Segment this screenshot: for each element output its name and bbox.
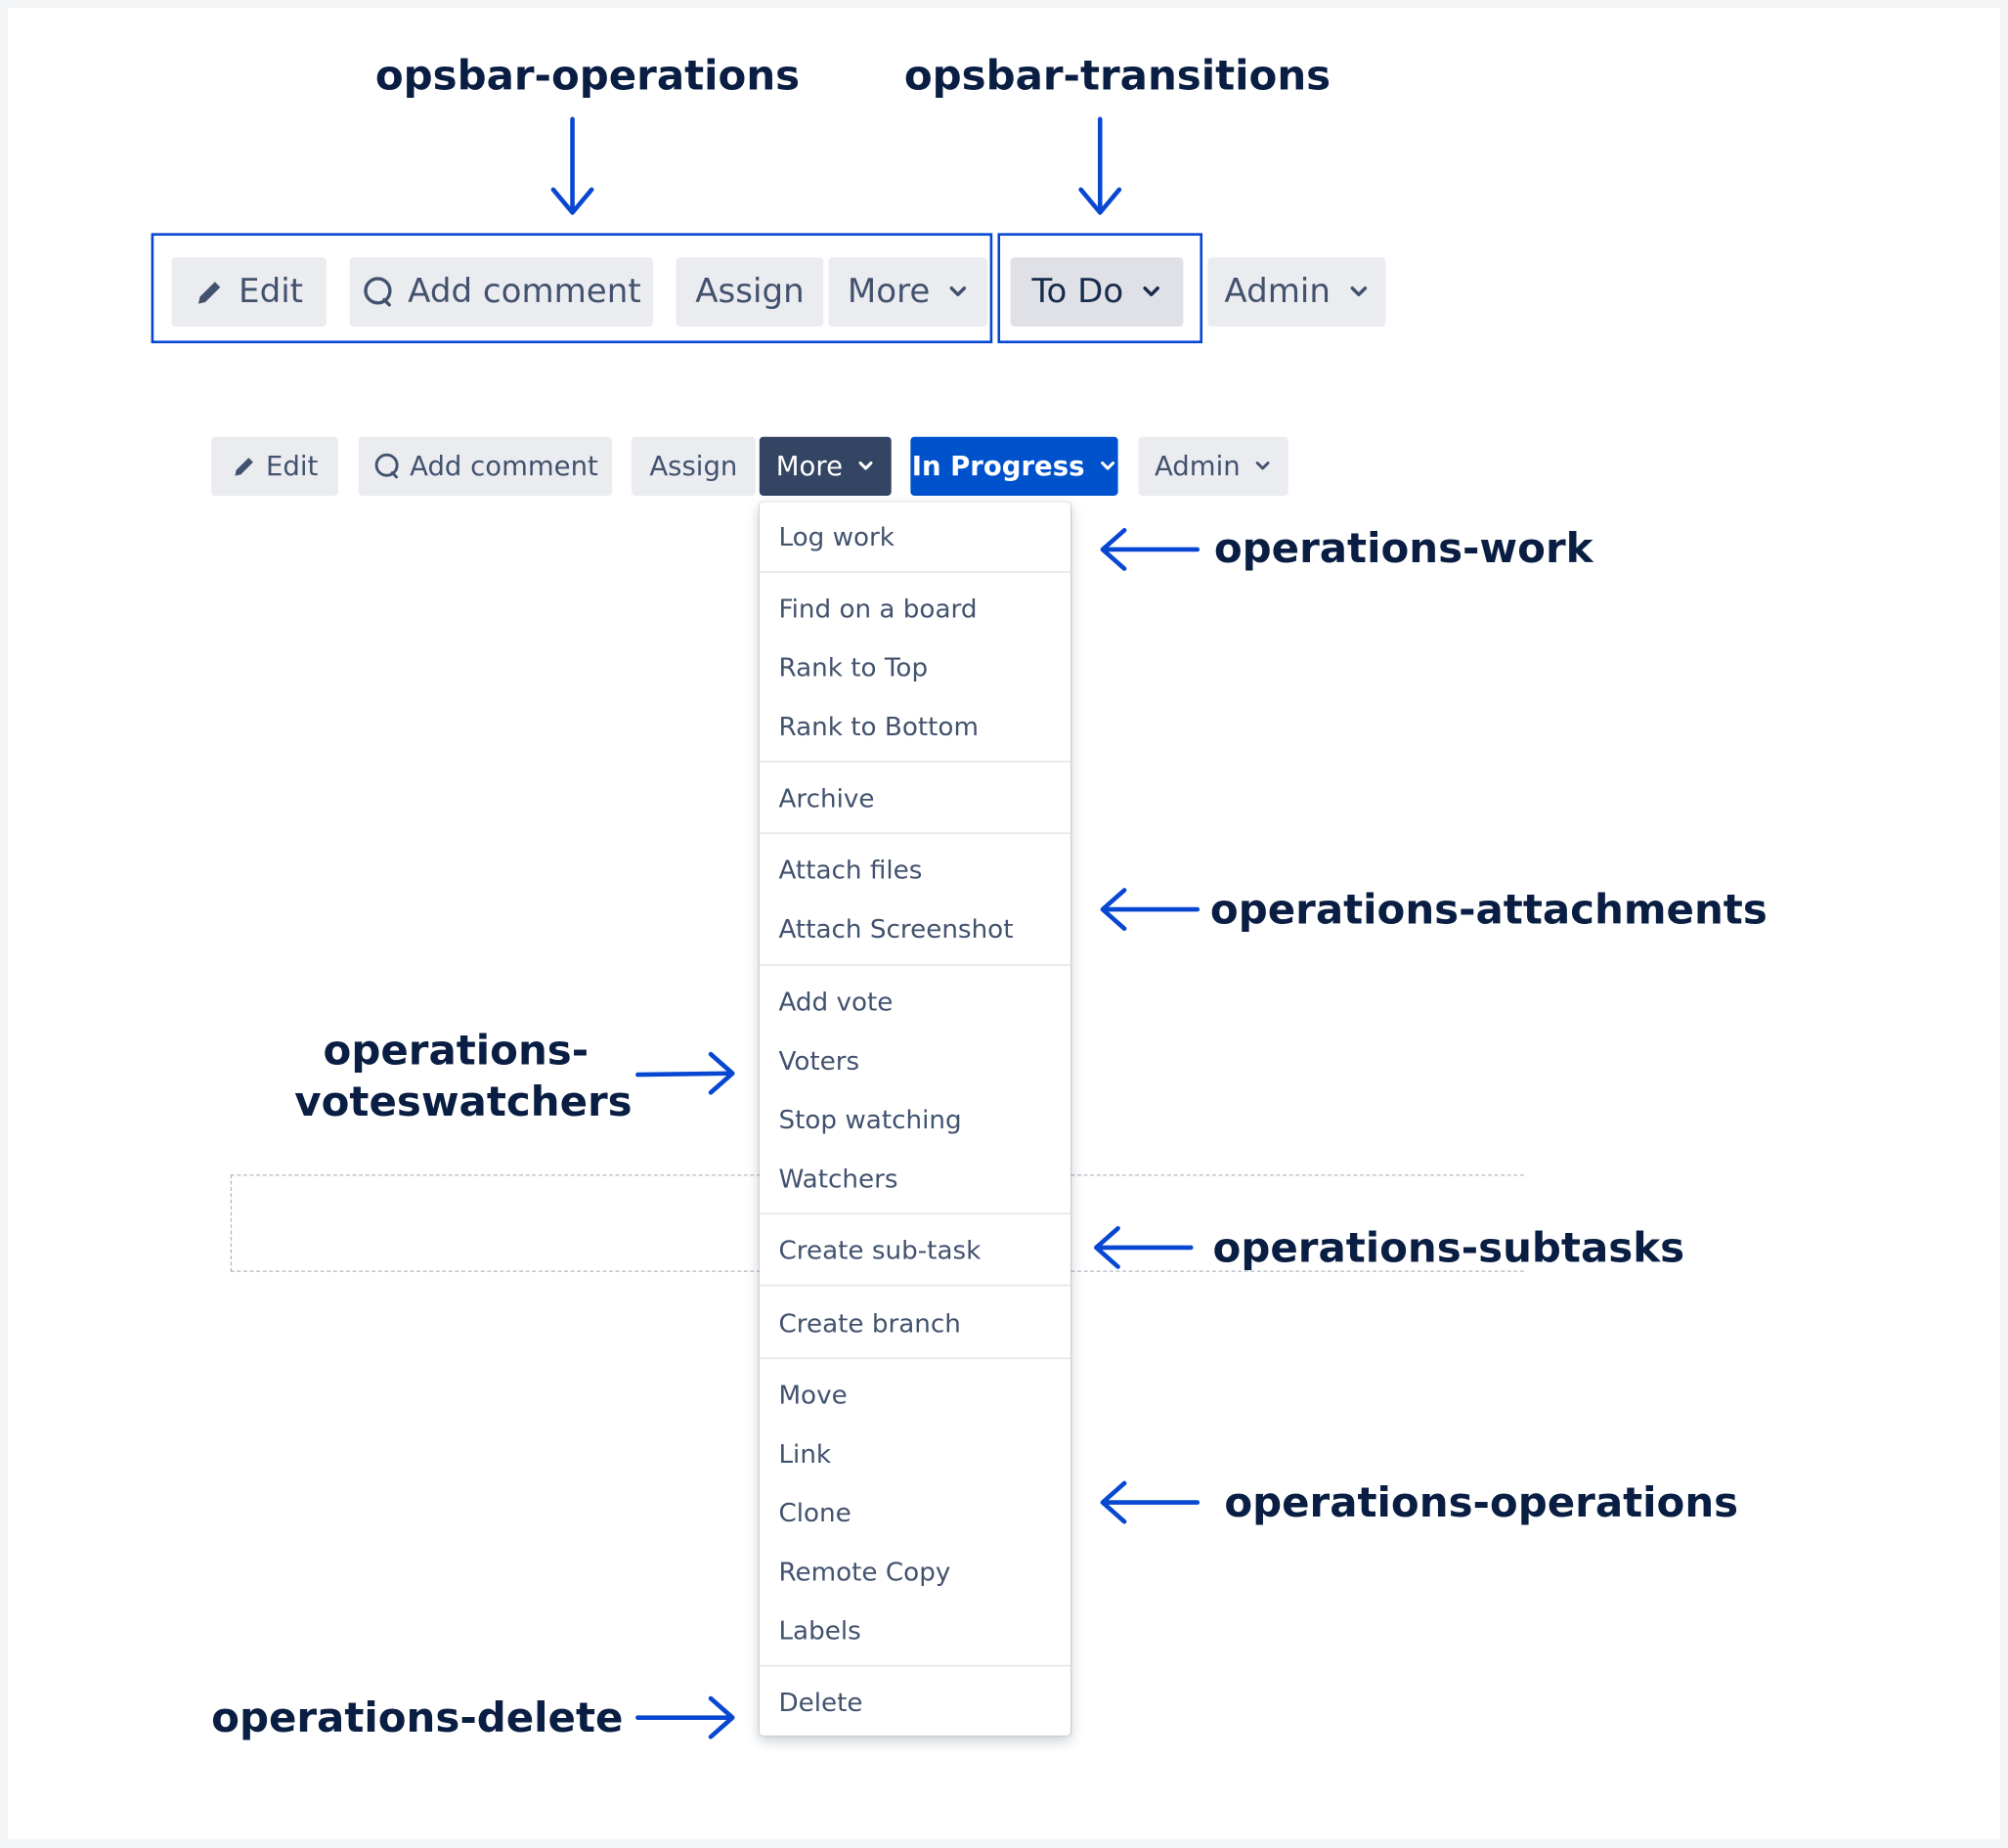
label-opsbar-operations: opsbar-operations: [374, 51, 801, 101]
status-to-do-button[interactable]: To Do: [1010, 257, 1184, 328]
menu-separator: [759, 1664, 1071, 1667]
menu-item-move[interactable]: Move: [778, 1379, 848, 1411]
add-comment-button[interactable]: Add comment: [358, 436, 613, 496]
menu-item-remote-copy[interactable]: Remote Copy: [778, 1556, 951, 1588]
menu-item-log-work[interactable]: Log work: [778, 521, 895, 552]
edit-button[interactable]: Edit: [171, 257, 327, 328]
menu-item-voters[interactable]: Voters: [778, 1044, 860, 1077]
admin-label: Admin: [1224, 273, 1331, 312]
chevron-down-icon: [1142, 285, 1162, 300]
assign-button[interactable]: Assign: [676, 257, 824, 328]
edit-button-label: Edit: [239, 273, 304, 312]
edit-button-label: Edit: [266, 451, 319, 482]
assign-label: Assign: [649, 451, 738, 482]
menu-separator: [759, 571, 1071, 573]
chevron-down-icon: [1348, 285, 1369, 300]
chevron-down-icon: [1254, 460, 1272, 472]
menu-item-find-on-board[interactable]: Find on a board: [778, 593, 978, 624]
arrow-icon: [1078, 116, 1122, 215]
speech-bubble-icon: [372, 452, 401, 480]
menu-separator: [759, 964, 1071, 966]
arrow-icon: [1094, 1225, 1194, 1269]
arrow-icon: [635, 1695, 735, 1739]
menu-item-add-vote[interactable]: Add vote: [778, 986, 894, 1018]
menu-separator: [759, 1212, 1071, 1214]
label-operations-attachments: operations-attachments: [1209, 885, 1768, 934]
menu-bottom-spacer: [760, 1736, 761, 1737]
pencil-icon: [232, 454, 257, 479]
menu-item-attach-screenshot[interactable]: Attach Screenshot: [778, 913, 1014, 945]
status-label: In Progress: [911, 451, 1085, 482]
label-operations-work: operations-work: [1213, 523, 1593, 573]
label-operations-delete: operations-delete: [211, 1693, 624, 1742]
chevron-down-icon: [1099, 460, 1116, 472]
arrow-icon: [1100, 1480, 1200, 1524]
opsbar-operations-box: [151, 233, 993, 344]
more-label: More: [847, 273, 931, 312]
menu-item-rank-to-bottom[interactable]: Rank to Bottom: [778, 711, 979, 742]
arrow-icon: [1100, 888, 1200, 932]
admin-button[interactable]: Admin: [1138, 436, 1288, 496]
menu-item-create-sub-task[interactable]: Create sub-task: [778, 1234, 982, 1266]
menu-separator: [759, 761, 1071, 763]
opsbar-transitions-box: [997, 233, 1203, 344]
assign-button[interactable]: Assign: [631, 436, 756, 496]
add-comment-label: Add comment: [408, 273, 641, 312]
menu-item-watchers[interactable]: Watchers: [778, 1163, 898, 1194]
more-label: More: [775, 451, 843, 482]
arrow-icon: [550, 116, 594, 215]
admin-label: Admin: [1154, 451, 1241, 482]
label-opsbar-transitions: opsbar-transitions: [903, 51, 1331, 101]
chevron-down-icon: [856, 460, 874, 472]
label-operations-voteswatchers: operations- voteswatchers: [294, 1025, 633, 1127]
chevron-down-icon: [948, 285, 969, 300]
menu-item-link[interactable]: Link: [778, 1438, 832, 1470]
label-voteswatchers-line1: operations-: [323, 1026, 589, 1076]
label-voteswatchers-line2: voteswatchers: [294, 1077, 633, 1126]
arrow-icon: [635, 1051, 735, 1095]
status-label: To Do: [1031, 273, 1124, 312]
label-operations-operations: operations-operations: [1224, 1477, 1739, 1527]
menu-separator: [759, 832, 1071, 834]
menu-item-labels[interactable]: Labels: [778, 1614, 861, 1647]
menu-item-create-branch[interactable]: Create branch: [778, 1307, 961, 1339]
menu-item-clone[interactable]: Clone: [778, 1497, 851, 1528]
more-dropdown-menu: Log work Find on a board Rank to Top Ran…: [759, 502, 1071, 1737]
menu-separator: [759, 1357, 1071, 1359]
speech-bubble-icon: [362, 276, 395, 309]
assign-label: Assign: [695, 273, 805, 312]
admin-button[interactable]: Admin: [1207, 257, 1386, 328]
arrow-icon: [1100, 528, 1200, 571]
add-comment-button[interactable]: Add comment: [349, 257, 654, 328]
more-button-active[interactable]: More: [759, 436, 892, 496]
menu-item-attach-files[interactable]: Attach files: [778, 854, 923, 886]
menu-separator: [759, 1284, 1071, 1287]
status-in-progress-button[interactable]: In Progress: [910, 436, 1118, 496]
edit-button[interactable]: Edit: [211, 436, 338, 496]
menu-item-archive[interactable]: Archive: [778, 782, 875, 814]
menu-item-rank-to-top[interactable]: Rank to Top: [778, 651, 929, 683]
menu-item-delete[interactable]: Delete: [778, 1687, 863, 1718]
more-button[interactable]: More: [828, 257, 987, 328]
menu-item-stop-watching[interactable]: Stop watching: [778, 1104, 962, 1135]
label-operations-subtasks: operations-subtasks: [1212, 1223, 1685, 1272]
pencil-icon: [196, 277, 226, 307]
add-comment-label: Add comment: [410, 451, 598, 482]
